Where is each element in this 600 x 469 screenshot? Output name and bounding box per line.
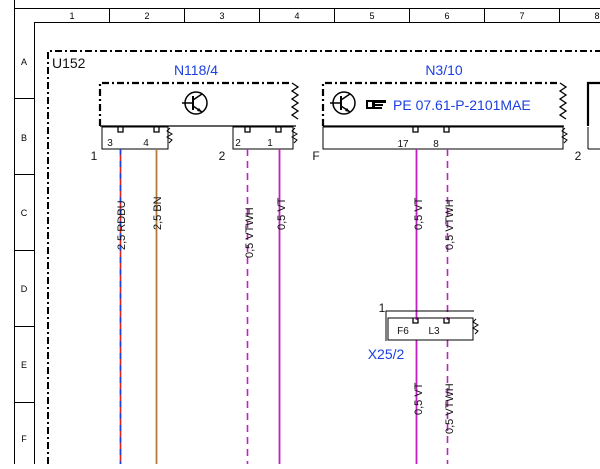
wire-label: 0,5 VT: [413, 382, 425, 415]
row-ruler: A B C D E F: [14, 57, 34, 444]
connector-x25-2[interactable]: [385, 310, 479, 341]
frame-label: U152: [52, 55, 86, 71]
column-label: 7: [519, 11, 524, 21]
column-ruler: 1 2 3 4 5 6 7 8: [69, 8, 600, 22]
pin-label: L3: [428, 326, 440, 337]
component-n3-10[interactable]: [321, 81, 568, 127]
wire-label: 0,5 VTWH: [244, 207, 256, 258]
wire-label: 0,5 VT: [276, 197, 288, 230]
row-label: F: [21, 434, 27, 444]
pin-label: 1: [267, 138, 273, 149]
column-label: 1: [69, 11, 74, 21]
wire-label: 0,5 VTWH: [444, 383, 456, 434]
component-n118-4[interactable]: [98, 81, 300, 127]
row-label: D: [21, 284, 28, 294]
connector-number: 2: [219, 149, 226, 163]
pin-label: 8: [433, 139, 439, 150]
wire-label: 2,5 BN: [152, 196, 164, 230]
pin-label: 17: [397, 139, 409, 150]
column-label: 6: [444, 11, 449, 21]
transistor-icon: [330, 91, 356, 115]
row-label: A: [21, 57, 27, 67]
pin-label: 4: [143, 138, 149, 149]
pin-label: 3: [107, 138, 113, 149]
row-label: C: [21, 208, 28, 218]
component-partial-right: [586, 81, 600, 150]
row-label: E: [21, 360, 27, 370]
row-label: B: [21, 133, 27, 143]
wire-label: 2,5 RDBU: [116, 200, 128, 250]
reference-link[interactable]: PE 07.61-P-2101MAE: [393, 97, 531, 113]
pin-label: F6: [397, 326, 409, 337]
wire-label: 0,5 VTWH: [444, 199, 456, 250]
column-label: 2: [144, 11, 149, 21]
column-label: 3: [219, 11, 224, 21]
connector-n3-10-pins: [322, 126, 568, 150]
u152-frame: [47, 50, 600, 464]
connector-n118-4-pins: [101, 126, 298, 150]
transistor-icon: [182, 91, 208, 115]
column-label: 8: [594, 11, 599, 21]
connector-number: 1: [379, 301, 386, 315]
component-n118-4-label[interactable]: N118/4: [174, 62, 218, 78]
pin-label: 2: [235, 138, 241, 149]
connector-number: 1: [91, 149, 98, 163]
pointing-hand-icon[interactable]: [366, 100, 386, 109]
connector-number: F: [312, 149, 319, 163]
component-n3-10-label[interactable]: N3/10: [425, 62, 463, 78]
column-label: 4: [294, 11, 299, 21]
connector-x25-2-label[interactable]: X25/2: [368, 346, 405, 362]
wire-label: 0,5 VT: [413, 197, 425, 230]
connector-number: 2: [575, 149, 582, 163]
column-label: 5: [369, 11, 374, 21]
